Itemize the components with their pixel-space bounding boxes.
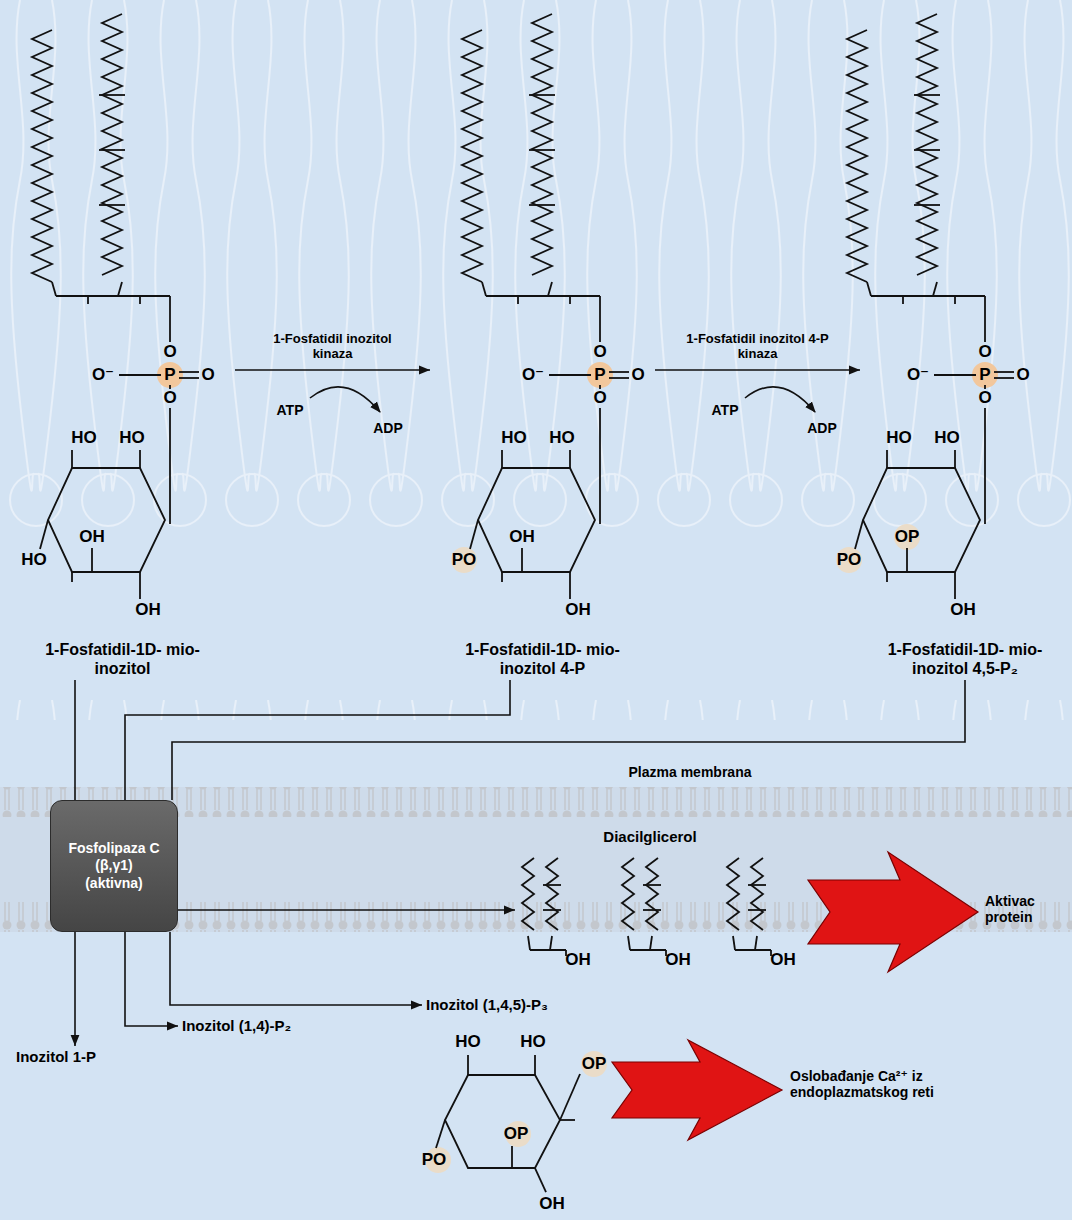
effect-label: Oslobađanje Ca²⁺ iz endoplazmatskog reti <box>790 1068 968 1100</box>
product-name: Inozitol 1-P <box>16 1048 96 1065</box>
atom-label: O <box>978 388 991 408</box>
connector <box>172 680 965 800</box>
name-holder: 1-Fosfatidil-1D- mio-inozitol 4,5-P₂ <box>860 640 1070 678</box>
atom-label: OH <box>565 600 591 620</box>
molecule-name: 1-Fosfatidil-1D- mio-inozitol 4-P <box>454 640 632 678</box>
atom-label: HO <box>71 428 97 448</box>
product-node: Inozitol (1,4)-P₂ <box>178 1015 295 1037</box>
atom-label: OP <box>582 1054 607 1074</box>
atom-label: OH <box>509 527 535 547</box>
atom-label: O <box>631 365 644 385</box>
molecule-name: 1-Fosfatidil-1D- mio-inozitol <box>34 640 212 678</box>
product-node: Inozitol (1,4,5)-P₃ <box>422 994 552 1016</box>
enzyme-label: 1-Fosfatidil inozitol 4-P kinaza <box>684 332 832 362</box>
effect-label: Aktivac protein <box>985 893 1067 925</box>
connector <box>170 932 422 1005</box>
atom-label: O <box>201 365 214 385</box>
product-name: Inozitol (1,4)-P₂ <box>182 1017 291 1034</box>
atom-label: PO <box>452 550 477 570</box>
atom-label: HO <box>934 428 960 448</box>
atom-label: O <box>163 388 176 408</box>
atom-label: HO <box>886 428 912 448</box>
connector <box>235 369 430 371</box>
molecule-node: 1-Fosfatidil-1D- mio-inozitol 4-P <box>430 8 655 680</box>
atom-label: O⁻ <box>92 365 114 385</box>
atom-label: P <box>164 365 175 385</box>
atom-label: O <box>163 342 176 362</box>
atom-label: O <box>1016 365 1029 385</box>
atom-label: HO <box>455 1032 481 1052</box>
atom-label: O⁻ <box>522 365 544 385</box>
atom-label: O <box>593 342 606 362</box>
cofactor-label: ADP <box>373 420 403 436</box>
atom-label: OH <box>135 600 161 620</box>
name-holder: 1-Fosfatidil-1D- mio-inozitol 4-P <box>430 640 655 678</box>
atom-label: HO <box>501 428 527 448</box>
enzyme-box: Fosfolipaza C (β,γ1) (aktivna) <box>50 800 178 932</box>
atom-label: OH <box>539 1194 565 1214</box>
cofactor-label: ADP <box>807 420 837 436</box>
enzyme-name: Fosfolipaza C (β,γ1) (aktivna) <box>65 840 163 893</box>
connector <box>178 909 515 911</box>
connector <box>74 932 76 1046</box>
product-name: Diacilglicerol <box>495 828 805 845</box>
atom-label: HO <box>119 428 145 448</box>
atom-label: O <box>978 342 991 362</box>
atom-label: HO <box>21 550 47 570</box>
membrane-label: Plazma membrana <box>629 764 752 780</box>
product-node: Diacilglicerol <box>515 828 805 973</box>
cofactor-label: ATP <box>277 402 304 418</box>
connector <box>74 680 76 800</box>
atom-label: O <box>593 388 606 408</box>
atom-label: P <box>594 365 605 385</box>
atom-label: OP <box>895 527 920 547</box>
molecule-node: 1-Fosfatidil-1D- mio-inozitol 4,5-P₂ <box>860 8 1070 680</box>
molecule-node: 1-Fosfatidil-1D- mio-inozitol <box>10 8 235 680</box>
enzyme-label: 1-Fosfatidil inozitol kinaza <box>273 332 393 362</box>
atom-label: HO <box>549 428 575 448</box>
product-node: Inozitol 1-P <box>12 1046 100 1068</box>
molecule-name: 1-Fosfatidil-1D- mio-inozitol 4,5-P₂ <box>876 640 1054 678</box>
atom-label: PO <box>422 1150 447 1170</box>
atom-label: OH <box>950 600 976 620</box>
atom-label: OH <box>770 950 796 970</box>
atom-label: OP <box>504 1124 529 1144</box>
atom-label: P <box>979 365 990 385</box>
name-holder: 1-Fosfatidil-1D- mio-inozitol <box>10 640 235 678</box>
atom-label: PO <box>837 550 862 570</box>
atom-label: OH <box>565 950 591 970</box>
product-name: Inozitol (1,4,5)-P₃ <box>426 996 548 1013</box>
connector <box>655 369 860 371</box>
atom-label: OH <box>79 527 105 547</box>
atom-label: O⁻ <box>907 365 929 385</box>
cofactor-label: ATP <box>712 402 739 418</box>
connector <box>125 680 510 800</box>
atom-label: HO <box>520 1032 546 1052</box>
atom-label: OH <box>665 950 691 970</box>
